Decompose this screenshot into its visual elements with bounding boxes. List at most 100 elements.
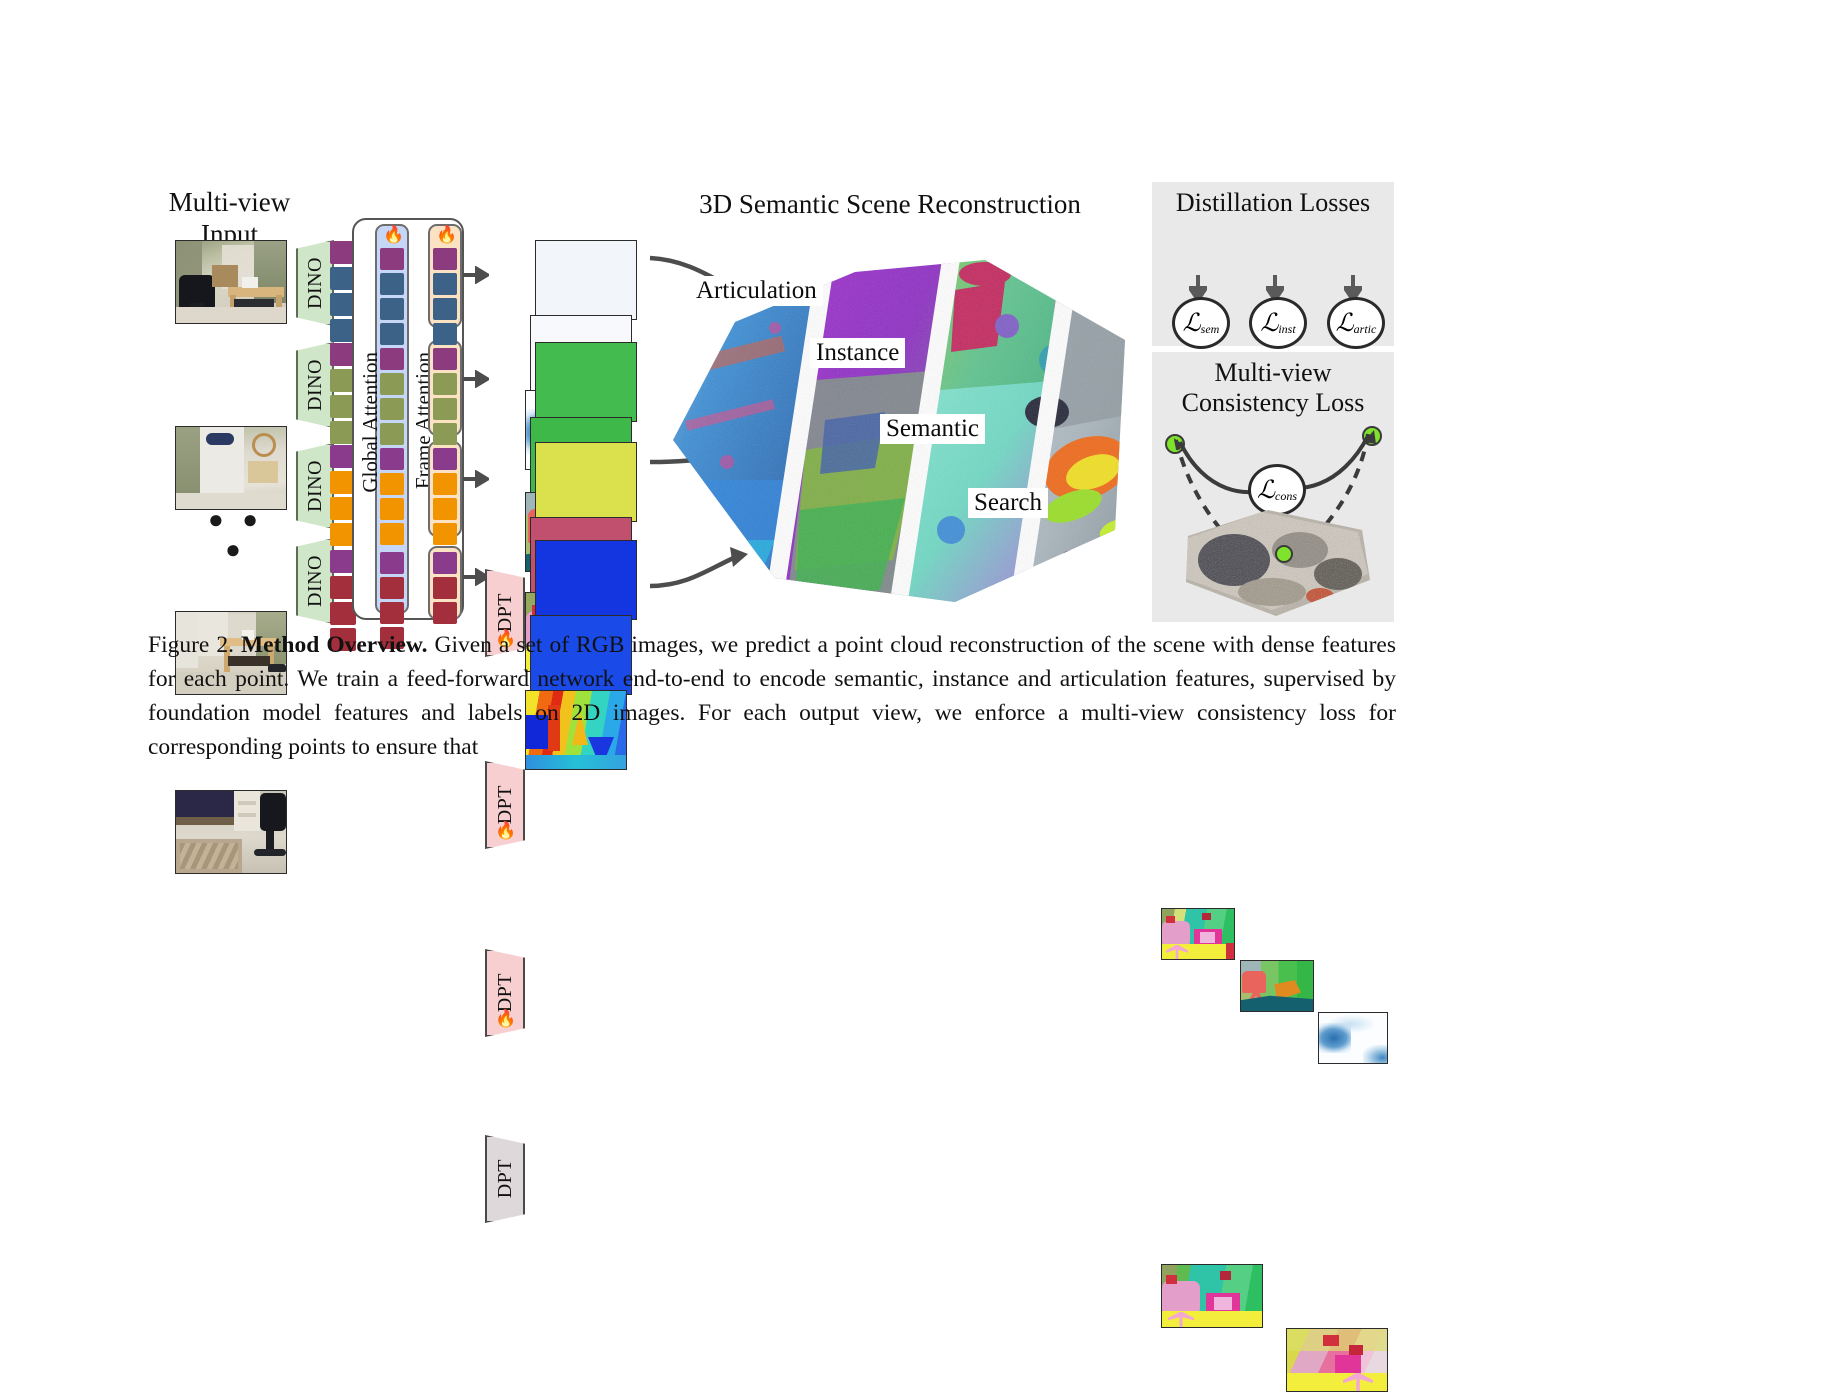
token — [433, 398, 457, 420]
consistency-loss-title: Multi-view Consistency Loss — [1181, 358, 1365, 417]
token — [380, 298, 404, 320]
cloud-label-articulation: Articulation — [690, 276, 823, 306]
token — [380, 348, 404, 370]
encoder-dino-4: DINO — [296, 538, 334, 624]
cloud-label-instance: Instance — [810, 338, 906, 368]
token — [330, 523, 356, 546]
output-stack-articulation — [525, 230, 640, 470]
token — [330, 471, 356, 494]
dino-feature-tokens — [330, 228, 370, 651]
token — [433, 577, 457, 599]
token — [330, 319, 356, 342]
consistency-view-left — [1161, 1264, 1263, 1328]
caption-title: Method Overview. — [241, 632, 428, 658]
token — [330, 497, 356, 520]
encoder-dino-label: DINO — [303, 460, 326, 512]
flame-icon: 🔥 — [495, 629, 517, 648]
distillation-losses-title: Distillation Losses — [1175, 188, 1371, 217]
views-ellipsis: ● ● ● — [208, 505, 264, 564]
token — [433, 323, 457, 345]
loss-articulation: ℒartic — [1327, 297, 1385, 349]
loss-subscript: inst — [1278, 322, 1296, 336]
token — [330, 628, 356, 651]
token — [380, 448, 404, 470]
encoder-dino-3: DINO — [296, 443, 334, 529]
loss-symbol: ℒ — [1260, 310, 1279, 337]
token — [380, 498, 404, 520]
token — [433, 602, 457, 624]
flame-icon: 🔥 — [495, 1009, 517, 1028]
input-thumbnail-4 — [175, 790, 287, 874]
cloud-label-semantic: Semantic — [880, 414, 986, 444]
flame-icon: 🔥 — [436, 225, 458, 244]
loss-subscript: artic — [1353, 322, 1377, 336]
token — [330, 576, 356, 599]
token — [433, 552, 457, 574]
input-thumbnail-3 — [175, 611, 287, 695]
token — [380, 602, 404, 624]
encoder-dino-label: DINO — [303, 257, 326, 309]
token — [380, 552, 404, 574]
cloud-label-search: Search — [968, 488, 1049, 518]
decoder-dpt-label: DPT — [493, 593, 516, 633]
loss-symbol: ℒ — [1256, 477, 1275, 504]
token — [330, 267, 356, 290]
token — [380, 577, 404, 599]
token — [433, 448, 457, 470]
multiview-input-title: Multi-view Input — [168, 187, 291, 249]
loss-symbol: ℒ — [1335, 310, 1354, 337]
token — [380, 248, 404, 270]
token — [380, 523, 404, 545]
arrow-to-dpt-2 — [463, 370, 489, 388]
token — [330, 602, 356, 625]
loss-semantic: ℒsem — [1172, 297, 1230, 349]
token — [380, 423, 404, 445]
token — [330, 445, 356, 468]
token — [330, 241, 356, 264]
caption-figure-number: Figure 2. — [148, 632, 234, 658]
input-thumbnail-2 — [175, 426, 287, 510]
flame-icon: 🔥 — [383, 225, 405, 244]
token — [330, 550, 356, 573]
token — [330, 369, 356, 392]
token — [380, 398, 404, 420]
token — [433, 348, 457, 370]
consistency-point-cloud — [1186, 510, 1370, 616]
token — [330, 343, 356, 366]
encoder-dino-label: DINO — [303, 359, 326, 411]
arrow-to-dpt-3 — [463, 470, 489, 488]
global-attention-tokens — [378, 228, 408, 649]
output-stack-instance — [525, 332, 640, 572]
token — [433, 523, 457, 545]
token — [433, 273, 457, 295]
encoder-dino-1: DINO — [296, 240, 334, 326]
depth-map — [525, 690, 627, 770]
token — [433, 473, 457, 495]
figure-caption: Figure 2. Method Overview. Given a set o… — [148, 628, 1396, 764]
decoder-dpt-label: DPT — [493, 973, 516, 1013]
caption-body: Given a set of RGB images, we predict a … — [148, 632, 1396, 760]
token — [330, 293, 356, 316]
arrow-down-1 — [1189, 275, 1207, 301]
encoder-dino-2: DINO — [296, 342, 334, 428]
token — [380, 273, 404, 295]
frame-attention-tokens — [431, 228, 461, 628]
token — [433, 423, 457, 445]
token — [433, 298, 457, 320]
loss-symbol: ℒ — [1182, 310, 1201, 337]
decoder-dpt-label: DPT — [493, 785, 516, 825]
token — [330, 421, 356, 444]
distill-thumb-articulation — [1318, 1012, 1388, 1064]
reconstruction-title: 3D Semantic Scene Reconstruction — [699, 189, 1081, 219]
consistency-view-right — [1286, 1328, 1388, 1392]
decoder-dpt-4: DPT — [485, 1135, 525, 1223]
arrow-to-dpt-4 — [463, 568, 489, 586]
loss-consistency: ℒcons — [1248, 464, 1306, 516]
decoder-dpt-3: DPT 🔥 — [485, 949, 525, 1037]
decoder-dpt-2: DPT 🔥 — [485, 761, 525, 849]
arrow-to-cloud-3 — [649, 547, 748, 589]
token — [433, 248, 457, 270]
input-thumbnail-1 — [175, 240, 287, 324]
token — [380, 373, 404, 395]
token — [380, 473, 404, 495]
